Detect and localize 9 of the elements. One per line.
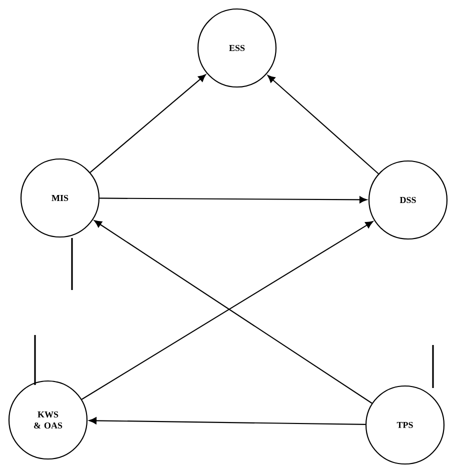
- arrow: [88, 417, 366, 425]
- circle-node: ESS: [197, 8, 277, 88]
- circle-node: MIS: [20, 158, 100, 238]
- circle-node: KWS & OAS: [8, 380, 88, 460]
- arrow: [100, 196, 368, 204]
- arrow: [267, 75, 379, 174]
- circle-node: DSS: [368, 160, 448, 240]
- arrow: [90, 74, 206, 173]
- circle-node: TPS: [365, 385, 445, 465]
